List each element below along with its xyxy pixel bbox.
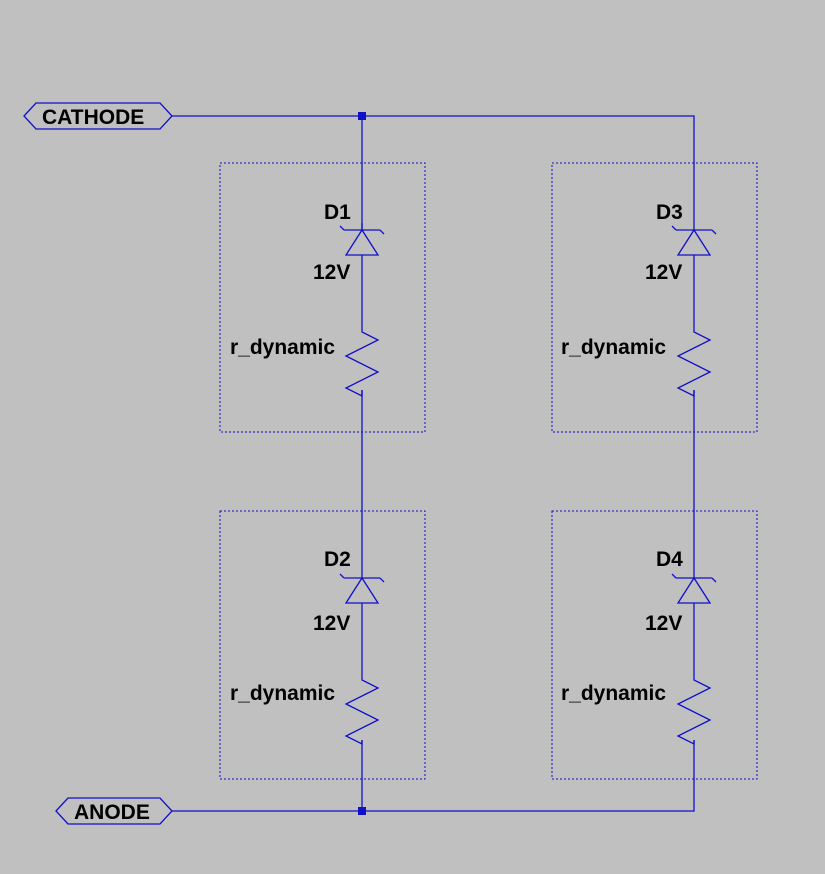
d4-value-label: 12V <box>645 612 682 635</box>
anode-bus-wire <box>172 740 695 812</box>
anode-port-label: ANODE <box>74 801 150 824</box>
r1-label: r_dynamic <box>230 336 335 359</box>
component-d2[interactable]: D2 12V r_dynamic <box>219 510 426 780</box>
cathode-bus-wire <box>172 115 695 230</box>
zener-diode-d4-symbol <box>671 573 717 604</box>
component-d3[interactable]: D3 12V r_dynamic <box>551 162 758 433</box>
r3-label: r_dynamic <box>561 336 666 359</box>
d3-ref-label: D3 <box>656 201 683 224</box>
r2-label: r_dynamic <box>230 682 335 705</box>
junction-bottom <box>358 807 366 815</box>
r4-label: r_dynamic <box>561 682 666 705</box>
d3-outline <box>551 162 758 433</box>
junction-top <box>358 112 366 120</box>
d1-value-label: 12V <box>313 261 350 284</box>
resistor-r4-symbol <box>676 671 712 746</box>
cathode-port-label: CATHODE <box>42 106 144 129</box>
component-d1[interactable]: D1 12V r_dynamic <box>219 162 426 433</box>
component-d4[interactable]: D4 12V r_dynamic <box>551 510 758 780</box>
anode-port[interactable]: ANODE <box>55 797 173 825</box>
d1-ref-label: D1 <box>324 201 351 224</box>
resistor-r3-symbol <box>676 323 712 398</box>
zener-diode-d3-symbol <box>671 225 717 256</box>
cathode-port[interactable]: CATHODE <box>23 102 173 130</box>
zener-diode-d2-symbol <box>339 573 385 604</box>
d3-value-label: 12V <box>645 261 682 284</box>
d1-outline <box>219 162 426 433</box>
resistor-r1-symbol <box>344 323 380 398</box>
d2-ref-label: D2 <box>324 548 351 571</box>
d2-outline <box>219 510 426 780</box>
d4-ref-label: D4 <box>656 548 683 571</box>
resistor-r2-symbol <box>344 671 380 746</box>
zener-diode-d1-symbol <box>339 223 385 256</box>
d2-value-label: 12V <box>313 612 350 635</box>
d4-outline <box>551 510 758 780</box>
